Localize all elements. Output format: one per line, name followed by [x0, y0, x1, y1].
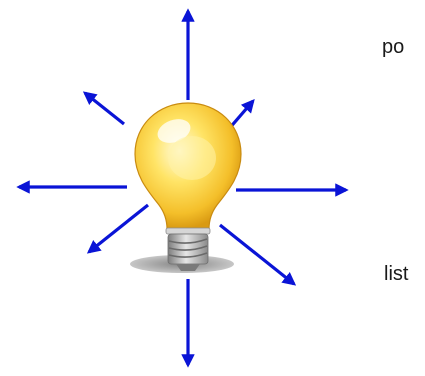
bulb-collar: [166, 228, 210, 234]
arrow-down-right: [220, 225, 294, 284]
bulb-glow: [168, 136, 216, 180]
label-top-right: po: [382, 36, 404, 59]
label-bottom-right: list: [384, 263, 408, 286]
arrow-up-left: [85, 93, 124, 124]
arrow-down-left: [89, 205, 148, 252]
lightbulb-icon: [130, 103, 241, 273]
